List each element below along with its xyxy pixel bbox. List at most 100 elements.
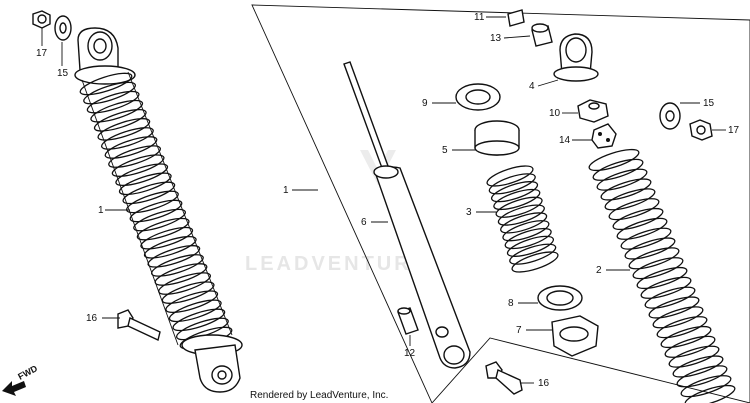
callout-8: 8 — [508, 298, 514, 309]
callout-4: 4 — [529, 81, 535, 92]
spring-coil — [90, 99, 144, 123]
spring-coil — [143, 235, 197, 259]
callout-16-right: 16 — [538, 378, 550, 389]
spring-coil — [108, 145, 161, 168]
spring-coil — [640, 276, 692, 299]
spring-coil — [506, 235, 555, 257]
callout-16-left: 16 — [86, 313, 98, 324]
lower-eye-damper — [443, 345, 465, 365]
upper-spring-seat — [74, 65, 136, 85]
spring-coil — [497, 204, 545, 226]
callout-15-right: 15 — [703, 98, 715, 109]
nut-17-right — [689, 119, 713, 141]
callout-17-left: 17 — [36, 48, 48, 59]
spring-coil — [502, 220, 550, 242]
watermark-text: LEADVENTURE — [245, 253, 428, 275]
spring-coil — [504, 227, 552, 250]
spring-coil — [136, 217, 190, 241]
spring-coil — [151, 254, 204, 277]
damper-unit — [343, 61, 471, 369]
callout-3: 3 — [466, 207, 472, 218]
bolt-16-right — [485, 361, 523, 395]
spring-coil — [676, 365, 728, 388]
spring-coil — [668, 345, 720, 368]
spring-coil — [168, 299, 222, 323]
spring-coil — [490, 181, 539, 203]
watermark: LEADVENTURE — [245, 150, 428, 275]
spring-coil — [104, 136, 158, 159]
spring-coil — [664, 335, 716, 358]
spring-coil — [612, 207, 664, 231]
callout-7: 7 — [516, 325, 522, 336]
footer-credit: Rendered by LeadVenture, Inc. — [250, 390, 388, 401]
spring-coil — [154, 263, 208, 286]
spring-coil — [616, 217, 668, 240]
spring-coil — [165, 290, 219, 314]
spring-coil — [636, 266, 688, 290]
callout-14: 14 — [559, 135, 571, 146]
spring-coil — [500, 212, 548, 234]
callout-12: 12 — [404, 348, 416, 359]
spring-coil — [632, 257, 684, 280]
nut-10 — [577, 99, 609, 123]
callout-1-right: 1 — [283, 185, 289, 196]
spring-coil — [644, 286, 696, 309]
spring-coil — [620, 227, 672, 250]
spring-coil — [592, 158, 644, 181]
spring-coil — [158, 272, 211, 295]
collar-11 — [507, 9, 525, 27]
spring-coil — [147, 245, 201, 268]
spring-coil — [97, 118, 151, 141]
spring-coil — [680, 375, 732, 398]
callout-17-right: 17 — [728, 125, 740, 136]
spring-coil — [122, 181, 176, 205]
bolt-16-left — [117, 309, 161, 341]
spring-coil — [83, 81, 136, 105]
spring-coil — [624, 237, 676, 260]
spring-coil — [656, 316, 708, 339]
adjuster-7 — [551, 315, 599, 357]
bushing-12 — [397, 307, 419, 335]
spring-seat-5 — [474, 120, 520, 156]
callout-15-left: 15 — [57, 68, 69, 79]
spring-coil — [608, 198, 660, 221]
spring-coil — [118, 172, 172, 196]
callout-13: 13 — [490, 33, 502, 44]
upper-joint-parts — [507, 9, 599, 82]
spring-coil — [652, 306, 704, 329]
spring-coil — [79, 72, 133, 96]
spring-coil — [672, 355, 724, 378]
spring-coil — [628, 247, 680, 270]
spring-coil — [111, 154, 165, 177]
fwd-label: FWD — [16, 363, 39, 382]
outer-spring-2 — [588, 148, 736, 403]
spring-coil — [93, 108, 147, 132]
spring-coil — [172, 308, 226, 332]
spring-coil — [161, 281, 215, 304]
spring-coil — [101, 127, 154, 150]
callouts-left: 17 15 1 16 — [36, 28, 130, 324]
inner-spring-3 — [486, 165, 559, 273]
callout-9: 9 — [422, 98, 428, 109]
washer-8 — [537, 285, 583, 311]
callout-11: 11 — [474, 12, 485, 23]
spring-coil — [596, 168, 648, 191]
spring-coil — [115, 163, 169, 187]
callout-2: 2 — [596, 265, 602, 276]
callout-1-left: 1 — [98, 205, 104, 216]
spring-coil — [600, 178, 652, 201]
spring-coil — [129, 199, 183, 223]
callout-6: 6 — [361, 217, 367, 228]
callout-5: 5 — [442, 145, 448, 156]
spring-coil — [493, 188, 541, 211]
spring-coil — [660, 325, 712, 349]
spring-coil — [509, 243, 557, 265]
callout-10: 10 — [549, 108, 561, 119]
exploded-view-outline — [251, 4, 750, 403]
spring-coil — [495, 196, 543, 218]
spring-coil — [133, 208, 186, 232]
spring-coil — [86, 90, 140, 114]
spring-coil — [140, 226, 194, 250]
